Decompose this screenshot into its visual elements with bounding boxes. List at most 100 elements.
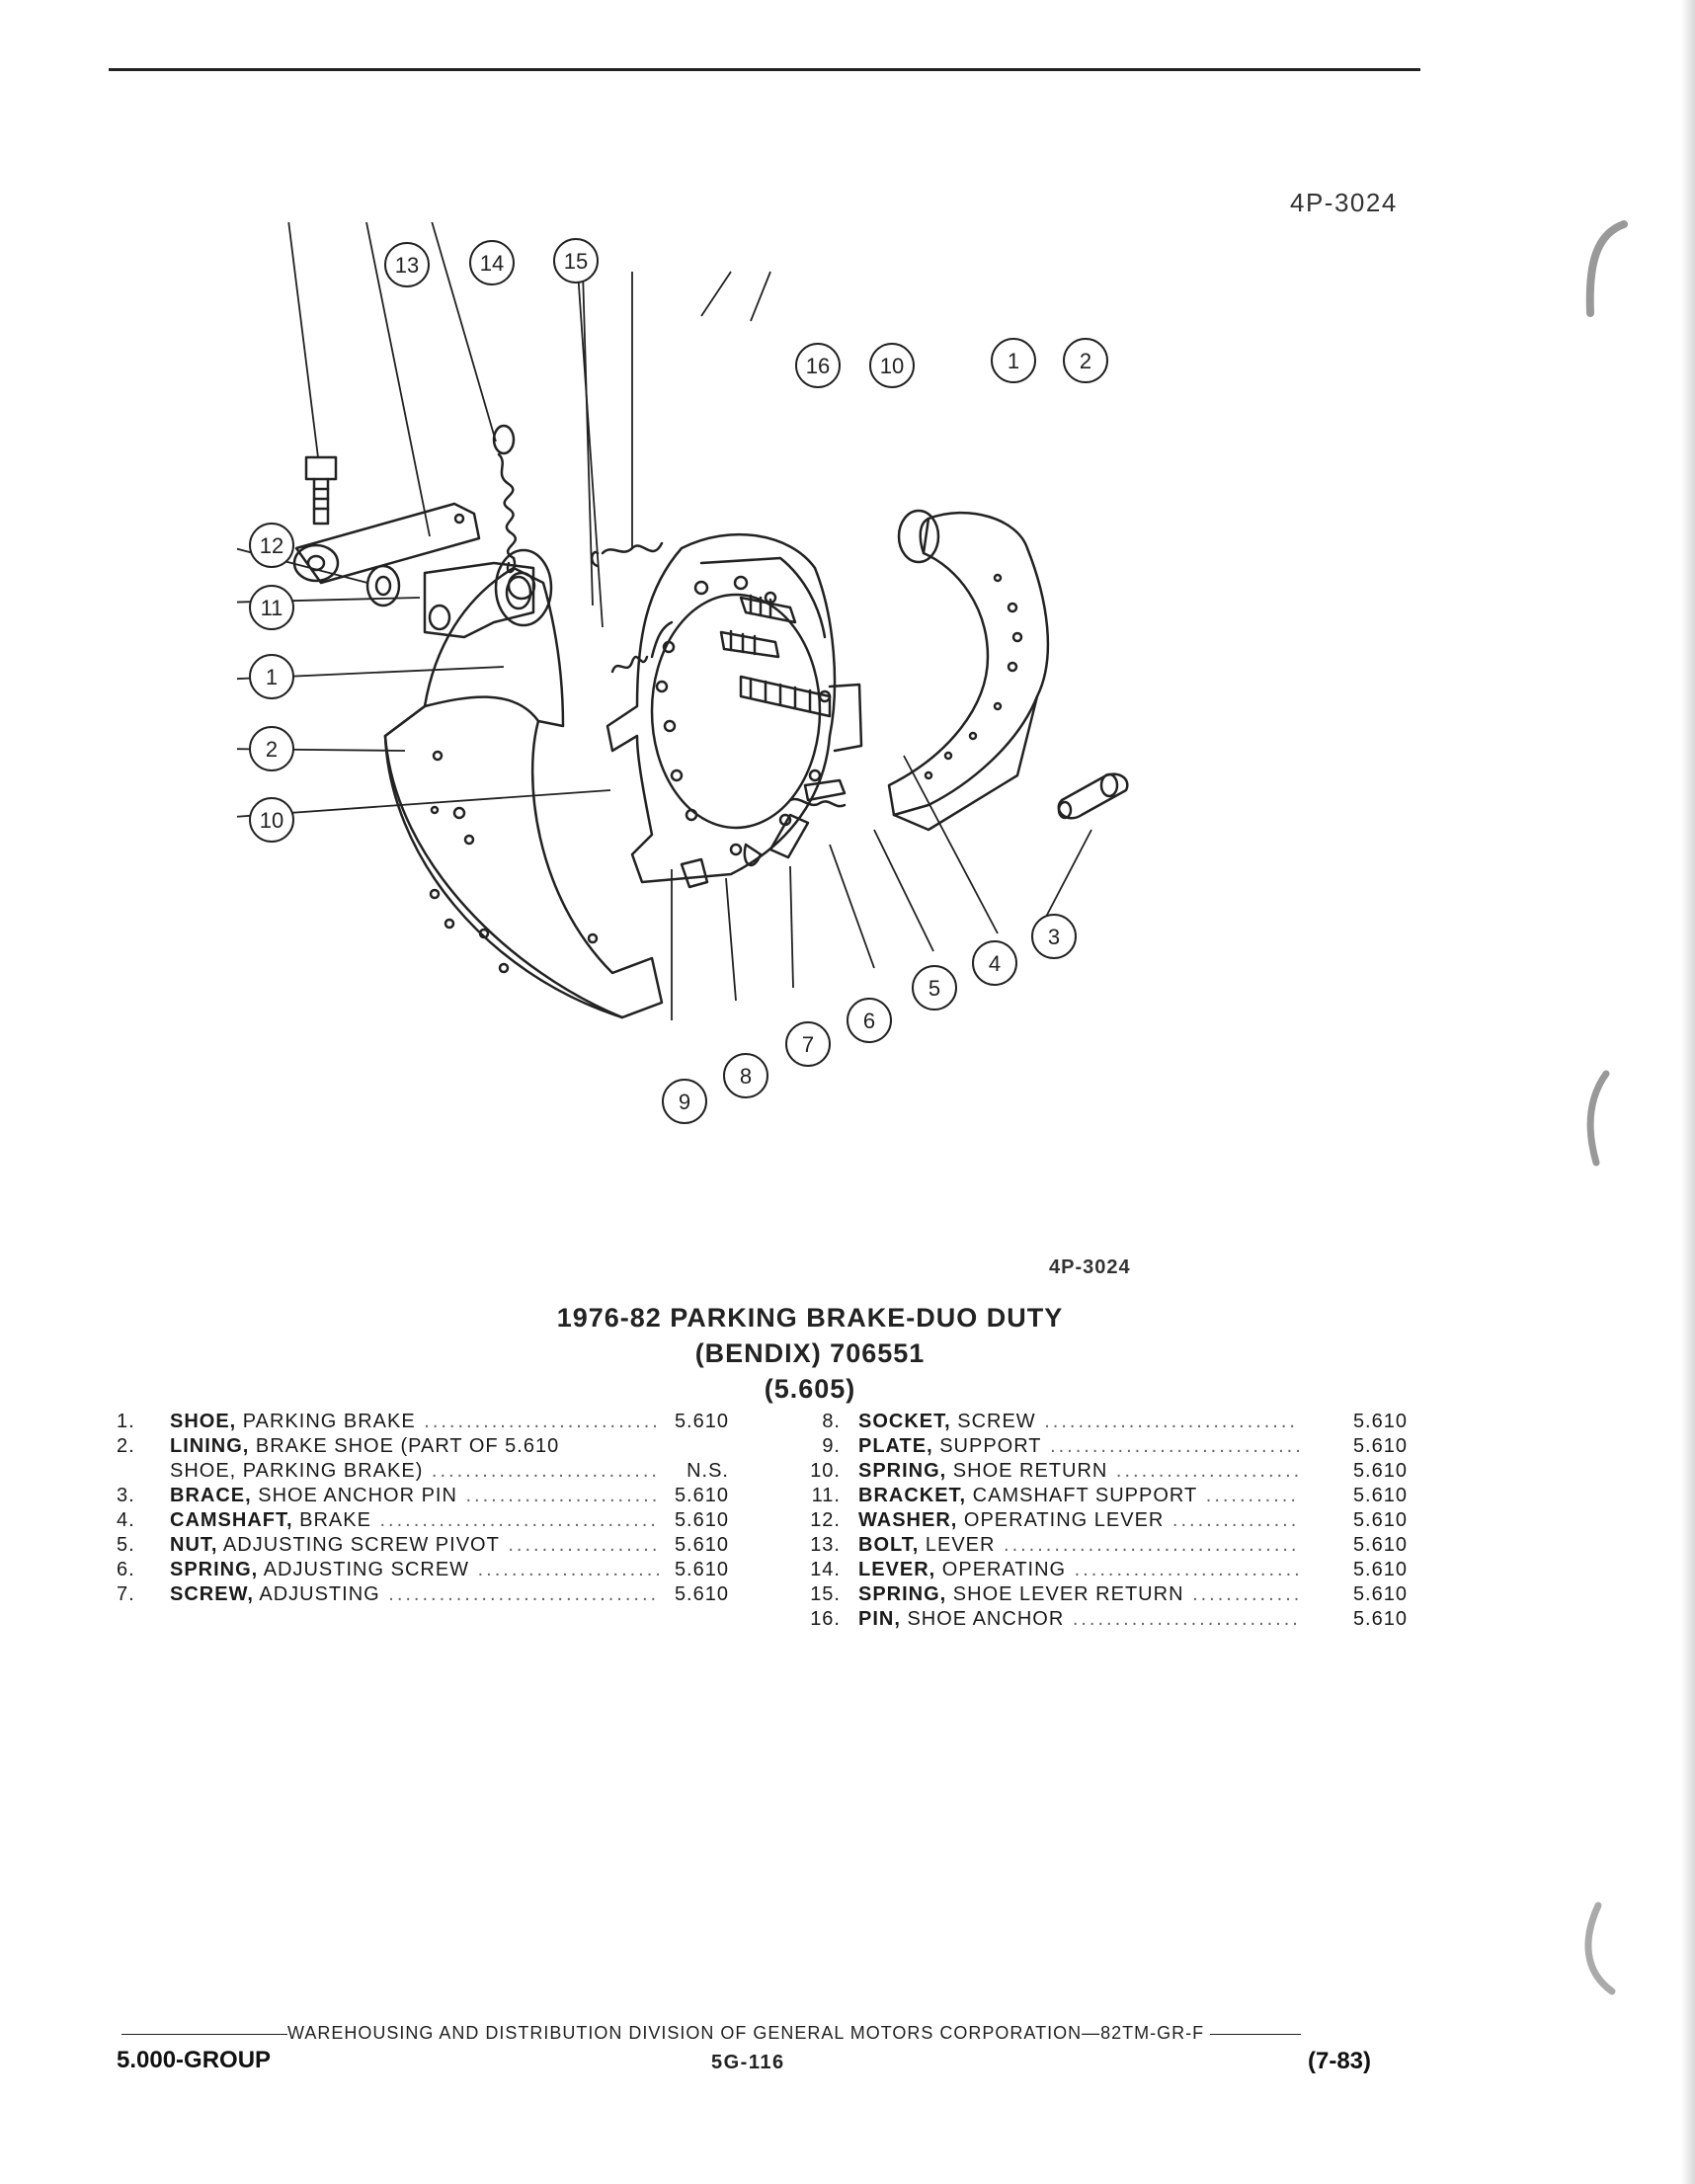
leader-dots: ........................................ bbox=[424, 1411, 660, 1432]
part-group-number: 5.610 bbox=[1352, 1559, 1408, 1580]
part-description: LINING, BRAKE SHOE (PART OF 5.610 bbox=[170, 1434, 660, 1459]
callout-6: 6 bbox=[847, 998, 892, 1043]
footer-division-line: WAREHOUSING AND DISTRIBUTION DIVISION OF… bbox=[121, 2023, 1396, 2044]
callout-16: 16 bbox=[795, 343, 841, 388]
callout-1: 1 bbox=[249, 654, 294, 699]
part-group-number: 5.610 bbox=[674, 1509, 729, 1531]
part-group-number: 5.610 bbox=[1352, 1460, 1408, 1482]
part-number: 7. bbox=[117, 1583, 135, 1605]
part-number: 9. bbox=[822, 1435, 841, 1457]
leader-dots: ........................................ bbox=[1072, 1608, 1299, 1630]
shoe-return-spring-left bbox=[610, 620, 674, 674]
part-detail: SHOE ANCHOR bbox=[900, 1608, 1065, 1630]
parts-row: 3. BRACE, SHOE ANCHOR PIN ...............… bbox=[117, 1484, 731, 1508]
part-detail: PARKING BRAKE bbox=[236, 1411, 416, 1432]
callout-2: 2 bbox=[249, 726, 294, 771]
part-name: WASHER, bbox=[858, 1509, 958, 1531]
parts-row: 16.PIN, SHOE ANCHOR ....................… bbox=[793, 1607, 1419, 1632]
leader-dots: ........................................ bbox=[465, 1485, 660, 1506]
leader-dots: ........................................ bbox=[1044, 1411, 1299, 1432]
footer-rule-right bbox=[1210, 2033, 1302, 2035]
parts-row: 9.PLATE, SUPPORT .......................… bbox=[793, 1434, 1419, 1459]
parts-row: 7.SCREW, ADJUSTING .....................… bbox=[117, 1582, 731, 1607]
part-name: SHOE, bbox=[170, 1411, 237, 1432]
parts-row: SHOE, PARKING BRAKE) ...................… bbox=[117, 1459, 731, 1484]
parts-list-right: 8.SOCKET, SCREW ........................… bbox=[793, 1410, 1419, 1632]
binder-ring-hole-top bbox=[1585, 220, 1628, 317]
leader-dots: ........................................ bbox=[1074, 1559, 1299, 1580]
parts-row: 4.CAMSHAFT, BRAKE ......................… bbox=[117, 1508, 731, 1533]
part-detail: SHOE RETURN bbox=[946, 1460, 1108, 1482]
binder-ring-hole-middle bbox=[1586, 1070, 1610, 1167]
part-name: CAMSHAFT, bbox=[170, 1509, 293, 1531]
leader-dots: ........................................ bbox=[1205, 1485, 1299, 1506]
callout-14: 14 bbox=[469, 240, 515, 285]
part-detail: SHOE ANCHOR PIN bbox=[251, 1485, 457, 1506]
part-detail: BRAKE SHOE (PART OF 5.610 bbox=[249, 1435, 560, 1457]
callout-9: 9 bbox=[662, 1079, 707, 1124]
svg-text:6: 6 bbox=[863, 1009, 875, 1033]
figure-code-bottom: 4P-3024 bbox=[1049, 1256, 1131, 1278]
part-group-number: 5.610 bbox=[1352, 1583, 1408, 1605]
footer-page-number: 5G-116 bbox=[711, 2052, 785, 2073]
part-detail: OPERATING LEVER bbox=[957, 1509, 1165, 1531]
svg-text:10: 10 bbox=[880, 354, 904, 378]
title-line-3: (5.605) bbox=[764, 1374, 856, 1404]
footer-org-text: WAREHOUSING AND DISTRIBUTION DIVISION OF… bbox=[287, 2023, 1205, 2043]
leader-dots: ........................................ bbox=[1004, 1534, 1299, 1556]
leader-dots: ........................................ bbox=[1192, 1583, 1299, 1605]
part-name: LEVER, bbox=[858, 1559, 936, 1580]
parts-row: 14.LEVER, OPERATING ....................… bbox=[793, 1558, 1419, 1582]
svg-text:11: 11 bbox=[261, 596, 283, 620]
parts-row: 13.BOLT, LEVER .........................… bbox=[793, 1533, 1419, 1558]
part-group-number: 5.610 bbox=[674, 1583, 729, 1605]
svg-text:16: 16 bbox=[806, 354, 830, 378]
part-description: NUT, ADJUSTING SCREW PIVOT .............… bbox=[170, 1533, 660, 1558]
part-number: 3. bbox=[117, 1485, 135, 1506]
part-number: 8. bbox=[822, 1411, 841, 1432]
part-detail: BRAKE bbox=[292, 1509, 371, 1531]
leader-dots: ........................................ bbox=[1115, 1460, 1299, 1482]
leader-dots: ........................................ bbox=[388, 1583, 660, 1605]
part-group-number: 5.610 bbox=[674, 1485, 729, 1506]
leader-dots: ........................................ bbox=[1171, 1509, 1299, 1531]
part-detail: SCREW bbox=[950, 1411, 1036, 1432]
part-number: 2. bbox=[117, 1435, 135, 1457]
part-group-number: 5.610 bbox=[674, 1534, 729, 1556]
callout-10: 10 bbox=[869, 343, 915, 388]
svg-text:1: 1 bbox=[1008, 349, 1019, 373]
svg-text:2: 2 bbox=[1080, 349, 1091, 373]
parts-row: 8.SOCKET, SCREW ........................… bbox=[793, 1410, 1419, 1434]
svg-text:4: 4 bbox=[989, 951, 1001, 976]
adjuster-parts bbox=[680, 778, 847, 889]
part-detail: SUPPORT bbox=[932, 1435, 1042, 1457]
part-detail: ADJUSTING SCREW PIVOT bbox=[217, 1534, 500, 1556]
part-detail: ADJUSTING bbox=[253, 1583, 380, 1605]
parts-list-left: 1.SHOE, PARKING BRAKE ..................… bbox=[117, 1410, 731, 1607]
svg-text:1: 1 bbox=[266, 665, 278, 689]
callout-12: 12 bbox=[249, 523, 294, 568]
part-number: 16. bbox=[810, 1608, 841, 1630]
callout-3: 3 bbox=[1031, 914, 1077, 959]
camshaft-support-bracket bbox=[423, 561, 535, 639]
part-number: 11. bbox=[811, 1485, 841, 1506]
shoe-lever-return-spring bbox=[492, 424, 518, 574]
part-name: BRACE, bbox=[170, 1485, 252, 1506]
part-name: BOLT, bbox=[858, 1534, 920, 1556]
part-number: 14. bbox=[810, 1559, 841, 1580]
top-rule bbox=[109, 68, 1420, 71]
figure-title: 1976-82 PARKING BRAKE-DUO DUTY (BENDIX) … bbox=[375, 1300, 1245, 1407]
parts-row: 11.BRACKET, CAMSHAFT SUPPORT ...........… bbox=[793, 1484, 1419, 1508]
leader-dots: ........................................ bbox=[477, 1559, 660, 1580]
part-group-number: 5.610 bbox=[1352, 1435, 1408, 1457]
figure-code-top: 4P-3024 bbox=[1290, 188, 1398, 217]
callout-4: 4 bbox=[972, 940, 1017, 986]
part-group-number: 5.610 bbox=[1352, 1485, 1408, 1506]
part-group-number: 5.610 bbox=[1352, 1608, 1408, 1630]
lever-bolt bbox=[304, 455, 338, 526]
part-description: SHOE, PARKING BRAKE) ...................… bbox=[170, 1459, 660, 1484]
title-line-2: (BENDIX) 706551 bbox=[694, 1338, 926, 1368]
callout-1: 1 bbox=[991, 338, 1036, 383]
callout-10: 10 bbox=[249, 797, 294, 843]
part-detail: ADJUSTING SCREW bbox=[258, 1559, 470, 1580]
